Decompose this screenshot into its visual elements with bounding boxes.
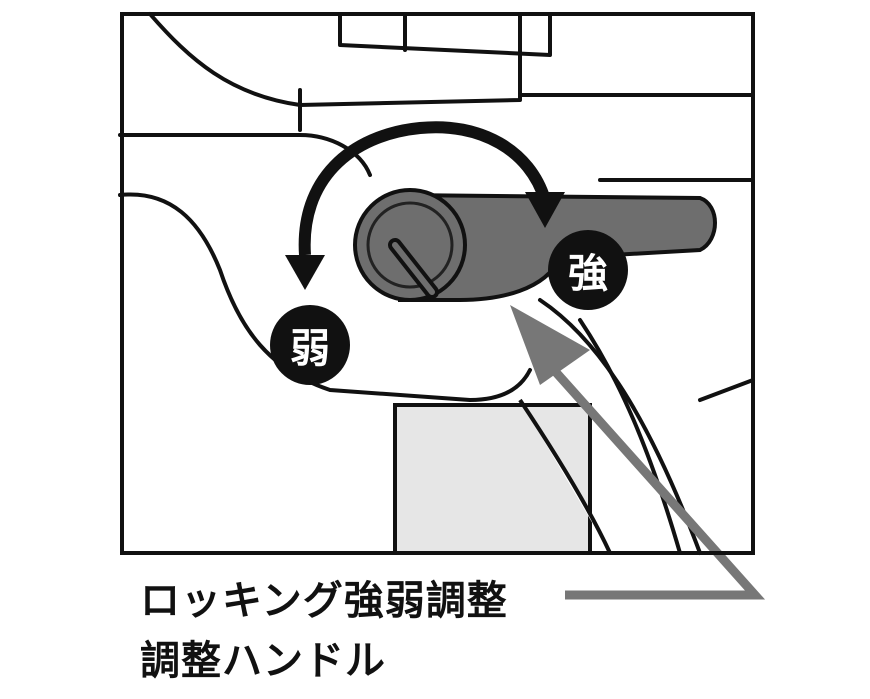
- caption-line-1: ロッキング強弱調整: [140, 578, 508, 624]
- weak-label: 弱: [270, 305, 350, 385]
- pointer-arrow-icon: [510, 305, 766, 600]
- strong-label: 強: [548, 230, 628, 310]
- figure-frame: [120, 12, 755, 555]
- chair-body-outline: [148, 12, 522, 107]
- caption-line-2: 調整ハンドル: [140, 638, 386, 684]
- base-block: [393, 403, 592, 555]
- rotation-arrow-icon: [285, 121, 565, 290]
